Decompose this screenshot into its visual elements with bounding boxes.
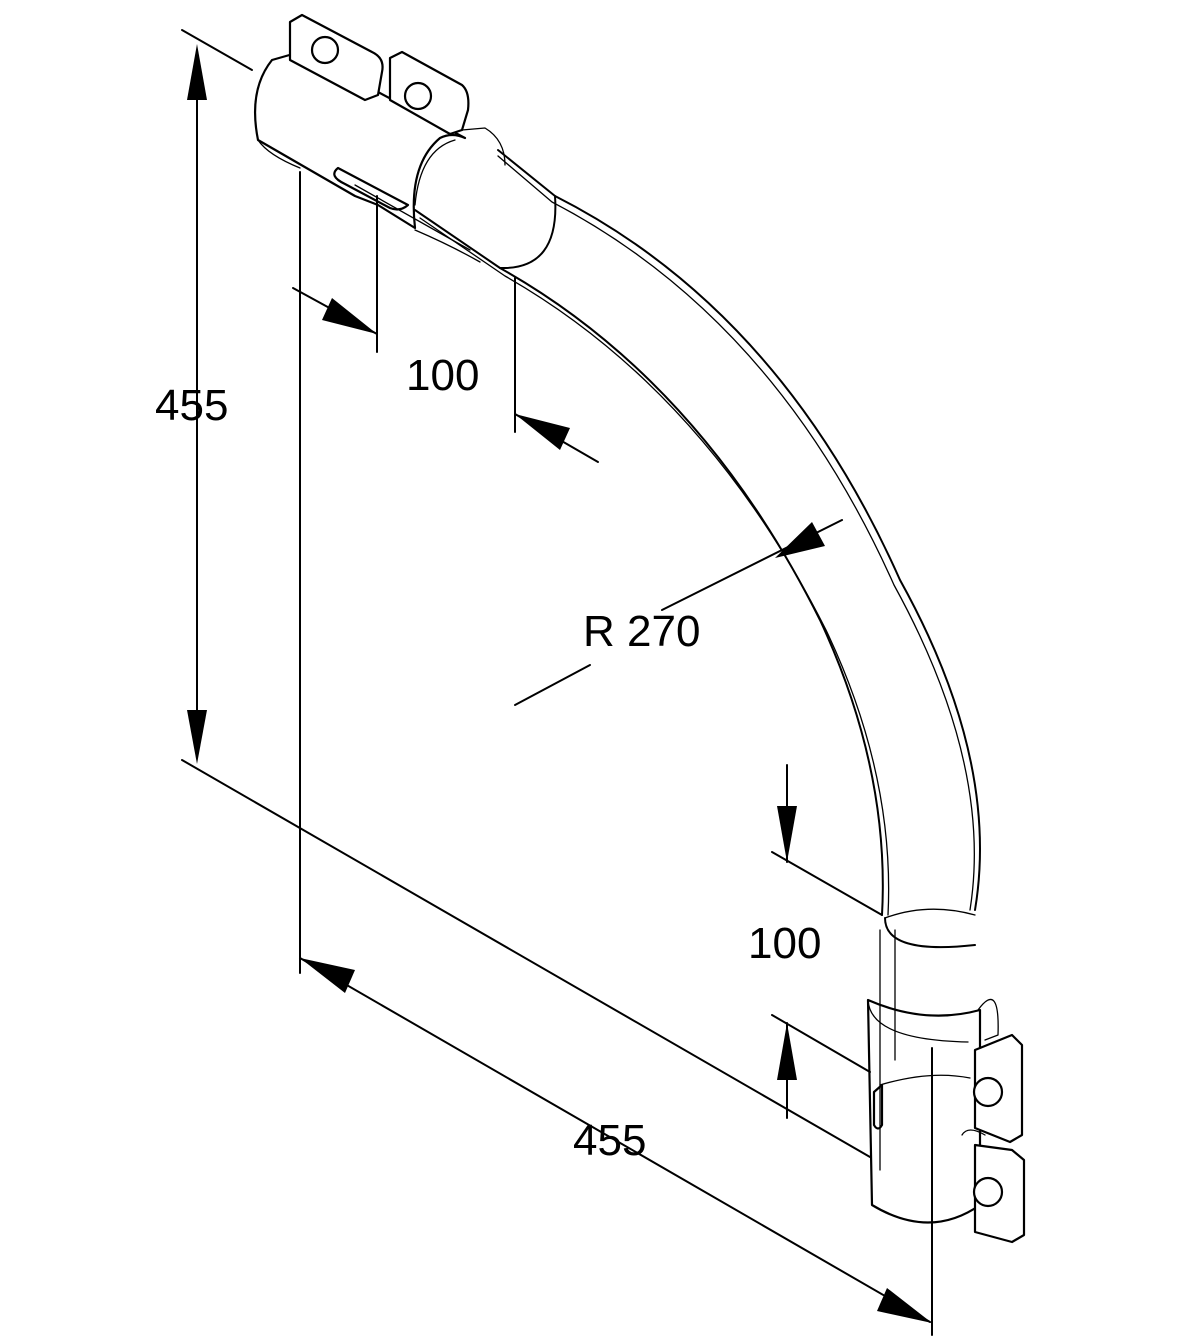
bottom-sleeve-length-label: 100: [748, 919, 821, 968]
top-sleeve-center-line: [354, 184, 471, 251]
bottom-sleeve-mid-ellipse: [867, 999, 969, 1043]
dimension-lines: [181, 29, 933, 1336]
dimension-labels: 455 100 R 270 100 455: [155, 351, 821, 1165]
bottom-clamp-bolt-upper: [972, 1076, 1004, 1108]
height-ext-bottom: [181, 759, 871, 1158]
radius-leader-lower: [514, 664, 591, 706]
bend-radius-label: R 270: [583, 607, 700, 656]
top-sleeve-inner-ellipse: [414, 229, 481, 263]
height-arrow-top: [187, 44, 207, 100]
width-arrow-left: [300, 958, 355, 993]
tube-inner-edge-inner-line: [419, 217, 890, 916]
bottom-length-ext-top: [771, 851, 883, 916]
bottom-clamp-bolt-lower: [972, 1176, 1004, 1208]
tube-outer-edge-inner-line: [497, 155, 975, 911]
radius-arrow: [775, 522, 825, 558]
tube-top-end-ellipse: [499, 195, 557, 270]
bottom-length-ext-bottom: [771, 1014, 871, 1073]
top-sleeve-end-ellipse: [257, 139, 301, 169]
top-length-arrow-left: [322, 298, 377, 334]
bottom-sleeve-tab: [977, 998, 999, 1041]
tube-top-seam: [414, 139, 456, 206]
top-sleeve-body: [253, 50, 467, 230]
bottom-tube-end-ellipse-bottom: [884, 917, 976, 949]
bottom-clamp-ear: [961, 1129, 986, 1136]
top-sleeve-slot: [333, 166, 410, 211]
bottom-tube-end-ellipse-top: [884, 908, 976, 919]
bottom-coupling-sleeve: [866, 908, 1026, 1244]
top-clamp-bolt-left: [310, 35, 340, 65]
tube-bend: [414, 139, 981, 916]
width-dim-line: [299, 957, 931, 1323]
tube-inner-edge: [414, 209, 884, 916]
bottom-sleeve-body: [866, 998, 982, 1224]
width-arrow-right: [877, 1288, 932, 1323]
top-clamp-flange: [461, 127, 506, 166]
tube-outer-edge: [497, 149, 981, 911]
top-sleeve-length-label: 100: [406, 351, 479, 400]
width-dimension-label: 455: [573, 1116, 646, 1165]
top-length-arrow-right: [515, 414, 570, 450]
height-arrow-bottom: [187, 710, 207, 764]
top-clamp-bolt-right: [403, 81, 433, 111]
top-coupling-sleeve: [253, 13, 506, 263]
bottom-sleeve-slot: [872, 1083, 884, 1130]
height-dimension-label: 455: [155, 381, 228, 430]
bottom-length-arrow-top: [777, 806, 797, 862]
bottom-sleeve-low-ellipse: [879, 1074, 971, 1086]
bottom-length-arrow-bottom: [777, 1023, 797, 1080]
height-ext-top: [181, 29, 253, 71]
